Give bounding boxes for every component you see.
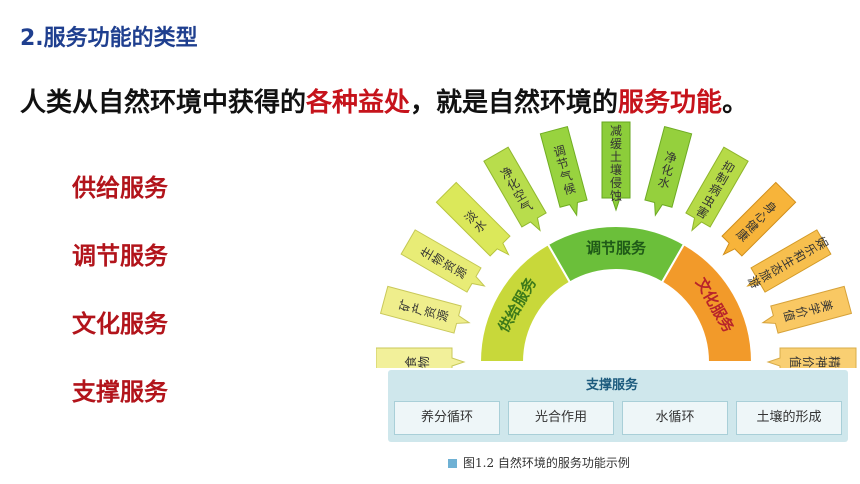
support-service-title: 支撑服务 xyxy=(585,378,638,393)
service-ray-box xyxy=(721,181,797,257)
service-ray-label: 净化水 xyxy=(656,149,678,191)
fan-center xyxy=(526,272,706,362)
support-item-soil-formation: 土壤的形成 xyxy=(736,401,842,435)
service-ray-box xyxy=(483,146,547,232)
service-ray-box xyxy=(601,121,631,212)
service-type-supporting: 支撑服务 xyxy=(72,378,168,406)
service-ray-label: 精神价值 xyxy=(788,356,841,368)
support-item-water-cycle: 水循环 xyxy=(622,401,728,435)
service-ray-11: 娱乐和生态旅游 xyxy=(745,229,832,293)
service-ray-4: 淡水 xyxy=(435,181,511,257)
service-type-cultural: 文化服务 xyxy=(72,310,168,338)
service-ray-7: 减缓土壤侵蚀 xyxy=(601,121,631,212)
service-ray-box xyxy=(644,125,693,217)
sentence-part-3: 。 xyxy=(722,88,749,118)
service-ray-6: 调节气候 xyxy=(539,125,588,217)
ecosystem-services-diagram: 食物 矿产资源 生物资源淡水净化空气调节气候 减缓土壤侵蚀 净化水抑制病虫害身心健康娱乐… xyxy=(376,118,860,484)
service-fan-diagram: 食物 矿产资源 生物资源淡水净化空气调节气候 减缓土壤侵蚀 净化水抑制病虫害身心健康娱乐… xyxy=(376,121,857,368)
service-ray-9: 抑制病虫害 xyxy=(685,146,749,232)
section-title: 2.服务功能的类型 xyxy=(20,26,198,51)
service-ray-label: 减缓土壤侵蚀 xyxy=(610,124,622,203)
service-ray-1: 食物 xyxy=(376,347,466,368)
support-item-photosynthesis: 光合作用 xyxy=(508,401,614,435)
sentence-highlight-service-function: 服务功能 xyxy=(618,88,723,118)
service-ray-label: 娱乐和生态旅游 xyxy=(745,235,831,291)
service-type-provisioning: 供给服务 xyxy=(72,174,168,202)
service-ray-box xyxy=(379,285,471,334)
service-ray-box xyxy=(685,146,749,232)
service-ray-label: 美学价值 xyxy=(781,298,835,323)
service-ray-5: 净化空气 xyxy=(483,146,547,232)
service-ray-13: 精神价值 xyxy=(766,347,857,368)
service-ray-8: 净化水 xyxy=(644,125,693,217)
service-band-label: 调节服务 xyxy=(586,239,647,257)
sentence-highlight-benefits: 各种益处 xyxy=(306,88,411,118)
definition-sentence: 人类从自然环境中获得的各种益处，就是自然环境的服务功能。 xyxy=(20,82,748,119)
service-ray-2: 矿产资源 xyxy=(379,285,471,334)
sentence-part-1: 人类从自然环境中获得的 xyxy=(20,88,307,118)
service-ray-box xyxy=(376,347,466,368)
service-type-regulating: 调节服务 xyxy=(72,242,168,270)
sentence-part-2: ，就是自然环境的 xyxy=(410,88,619,118)
service-ray-box xyxy=(766,347,857,368)
service-ray-label: 矿产资源 xyxy=(397,298,451,323)
service-ray-10: 身心健康 xyxy=(721,181,797,257)
support-item-nutrient-cycle: 养分循环 xyxy=(394,401,500,435)
service-ray-box xyxy=(746,229,832,293)
service-ray-label: 调节气候 xyxy=(552,143,577,197)
service-ray-label: 食物 xyxy=(403,356,431,368)
service-ray-box xyxy=(539,125,588,217)
caption-marker-icon xyxy=(448,459,457,468)
service-ray-3: 生物资源 xyxy=(400,229,486,293)
service-band-3 xyxy=(660,242,754,363)
service-ray-box xyxy=(761,285,853,334)
service-ray-12: 美学价值 xyxy=(761,285,853,334)
figure-caption: 图1.2 自然环境的服务功能示例 xyxy=(448,454,630,471)
service-ray-box xyxy=(435,181,511,257)
service-ray-box xyxy=(400,229,486,293)
caption-text: 图1.2 自然环境的服务功能示例 xyxy=(463,456,630,470)
